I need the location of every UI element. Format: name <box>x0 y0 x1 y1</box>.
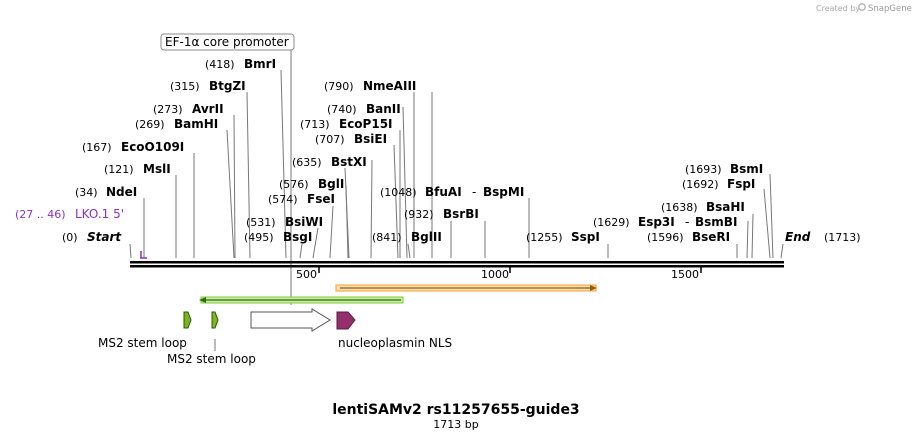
nucleoplasmin-nls-arrow-icon <box>336 311 356 330</box>
backbone-top-strand <box>130 261 784 264</box>
site-fsei-name: FseI <box>307 192 335 206</box>
end-label: End <box>785 230 811 244</box>
site-bseri-name: BseRI <box>692 230 730 244</box>
site-bgli-pos: (576) <box>279 178 309 191</box>
site-sspi-name: SspI <box>571 230 600 244</box>
site-ndei-pos: (34) <box>75 186 98 199</box>
site-leader-lines <box>129 69 784 259</box>
site-msli-name: MslI <box>143 162 171 176</box>
ms2-stem-loop-2-arrow-icon <box>211 311 219 329</box>
start-position: (0) <box>62 231 78 244</box>
site-bsmi-pos: (1693) <box>685 163 722 176</box>
site-bsahi-pos: (1638) <box>661 201 698 214</box>
promoter-label-box <box>160 33 295 51</box>
site-bsiei-pos: (707) <box>315 133 345 146</box>
site-ecoo109i-name: EcoO109I <box>121 140 184 154</box>
site-bsmi-name: BsmI <box>730 162 763 176</box>
site-bsrbi-pos: (932) <box>404 208 434 221</box>
site-bmri-pos: (418) <box>205 58 235 71</box>
site-bmri-name: BmrI <box>244 57 276 71</box>
site-bglii-name: BglII <box>411 230 442 244</box>
site-bstxi-name: BstXI <box>331 155 367 169</box>
site-ndei-name: NdeI <box>106 185 137 199</box>
feature-label-ms2-stem-loop-2: MS2 stem loop <box>167 352 256 366</box>
site-nmeaiii-pos: (790) <box>324 80 354 93</box>
svg-text:-: - <box>472 185 476 199</box>
site-bstxi-pos: (635) <box>292 156 322 169</box>
site-ecop15i-name: EcoP15I <box>339 117 393 131</box>
tick-1000: 1000 <box>481 268 509 281</box>
site-bsgi-pos: (495) <box>244 231 274 244</box>
site-banii-name: BanII <box>366 102 401 116</box>
site-bsgi-name: BsgI <box>283 230 312 244</box>
site-avrii-pos: (273) <box>153 103 183 116</box>
restriction-site-labels: (0) Start (27 .. 46) LKO.1 5' (34) NdeI … <box>15 57 861 244</box>
primer-marker <box>140 251 147 259</box>
snapgene-logo-icon <box>858 3 866 11</box>
site-bamhi-pos: (269) <box>135 118 165 131</box>
site-btgzi-pos: (315) <box>170 80 200 93</box>
site-bsiwi-pos: (531) <box>246 216 276 229</box>
site-nmeaiii-name: NmeAIII <box>363 79 416 93</box>
site-bamhi-name: BamHI <box>174 117 218 131</box>
site-fspi-pos: (1692) <box>682 178 719 191</box>
site-esp3i-name: Esp3I <box>638 215 675 229</box>
watermark-app-name: SnapGene <box>868 4 912 14</box>
site-bfuai-pos: (1048) <box>380 186 417 199</box>
site-sspi-pos: (1255) <box>526 231 563 244</box>
site-msli-pos: (121) <box>104 163 134 176</box>
end-position: (1713) <box>824 231 861 244</box>
site-bfuai-name: BfuAI <box>425 185 462 199</box>
tick-1500: 1500 <box>671 268 699 281</box>
orf-arrow-icon <box>250 308 331 332</box>
site-bspmi-name: BspMI <box>483 185 524 199</box>
primer-range: (27 .. 46) <box>15 208 66 221</box>
site-bsmbi-name: BsmBI <box>695 215 737 229</box>
feature-label-ms2-stem-loop-1: MS2 stem loop <box>98 336 187 350</box>
feature-label-nucleoplasmin-nls: nucleoplasmin NLS <box>338 336 452 350</box>
ms2-stem-loop-1-arrow-icon <box>183 311 192 329</box>
site-btgzi-name: BtgZI <box>209 79 246 93</box>
backbone-bottom-strand <box>130 265 784 268</box>
orange-arrow-head-icon <box>590 285 597 291</box>
promoter-label: EF-1α core promoter <box>165 35 289 49</box>
promoter-arrow-head-icon <box>199 297 206 303</box>
site-esp3i-pos: (1629) <box>593 216 630 229</box>
site-bsrbi-name: BsrBI <box>443 207 479 221</box>
site-avrii-name: AvrII <box>192 102 224 116</box>
site-banii-pos: (740) <box>327 103 357 116</box>
site-ecop15i-pos: (713) <box>300 118 330 131</box>
svg-text:-: - <box>685 215 689 229</box>
primer-name: LKO.1 5' <box>75 207 124 221</box>
site-bseri-pos: (1596) <box>647 231 684 244</box>
tick-500: 500 <box>296 268 317 281</box>
map-length: 1713 bp <box>433 418 478 431</box>
site-bsiwi-name: BsiWI <box>285 215 323 229</box>
site-bglii-pos: (841) <box>372 231 402 244</box>
scale-ticks: 500 1000 1500 <box>296 267 702 281</box>
watermark-created-by: Created by <box>816 4 860 13</box>
site-bsahi-name: BsaHI <box>706 200 745 214</box>
site-bgli-name: BglI <box>318 177 344 191</box>
site-ecoo109i-pos: (167) <box>82 141 112 154</box>
site-fsei-pos: (574) <box>268 193 298 206</box>
site-fspi-name: FspI <box>727 177 755 191</box>
map-title: lentiSAMv2 rs11257655-guide3 <box>332 402 579 418</box>
site-bsiei-name: BsiEI <box>354 132 387 146</box>
start-label: Start <box>87 230 122 244</box>
